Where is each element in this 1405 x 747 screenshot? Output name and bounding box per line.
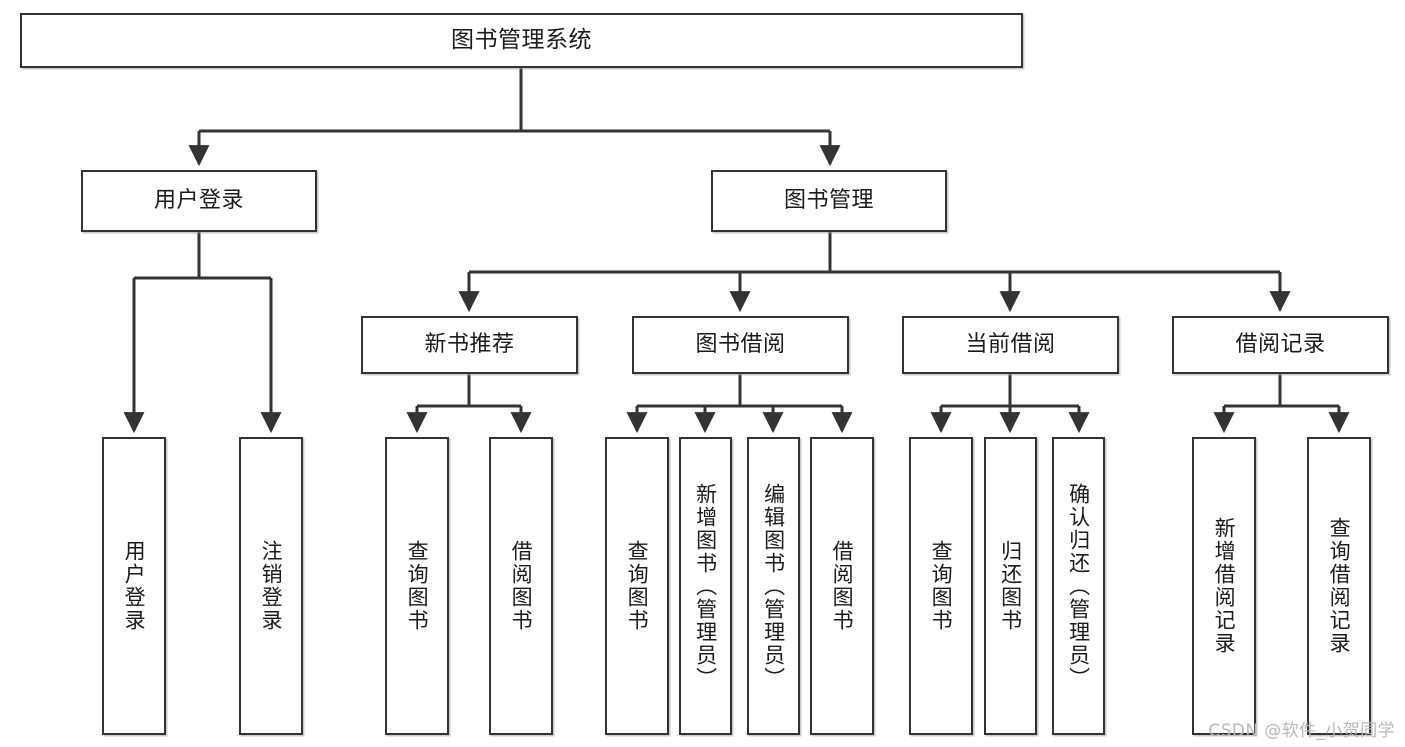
- node-label: 用户登录: [153, 188, 244, 214]
- leaf-add-borrow-record[interactable]: 新增借阅记录: [1192, 437, 1256, 735]
- node-new-book-recommend[interactable]: 新书推荐: [361, 316, 578, 374]
- node-label: 图书借阅: [695, 332, 786, 358]
- node-label: 用户登录: [122, 540, 147, 632]
- node-label: 查询借阅记录: [1327, 517, 1352, 655]
- node-label: 新增图书（管理员）: [693, 482, 718, 690]
- node-label: 归还图书: [998, 540, 1023, 632]
- leaf-query-book-borrow[interactable]: 查询图书: [605, 437, 669, 735]
- node-label: 新增借阅记录: [1212, 517, 1237, 655]
- leaf-add-book-admin[interactable]: 新增图书（管理员）: [679, 437, 732, 735]
- node-label: 新书推荐: [424, 332, 515, 358]
- leaf-query-borrow-record[interactable]: 查询借阅记录: [1307, 437, 1371, 735]
- csdn-watermark: CSDN @软件_小贺同学: [1208, 721, 1395, 741]
- leaf-user-login[interactable]: 用户登录: [102, 437, 166, 735]
- node-label: 确认归还（管理员）: [1066, 482, 1091, 690]
- node-label: 注销登录: [259, 540, 284, 632]
- node-label: 图书管理系统: [451, 26, 592, 53]
- node-user-login[interactable]: 用户登录: [81, 170, 317, 232]
- leaf-query-book-current[interactable]: 查询图书: [909, 437, 973, 735]
- leaf-query-book-recommend[interactable]: 查询图书: [385, 437, 449, 735]
- node-book-management[interactable]: 图书管理: [711, 170, 947, 232]
- node-label: 查询图书: [929, 540, 954, 632]
- leaf-logout-login[interactable]: 注销登录: [239, 437, 303, 735]
- leaf-borrow-book-recommend[interactable]: 借阅图书: [489, 437, 553, 735]
- leaf-edit-book-admin[interactable]: 编辑图书（管理员）: [747, 437, 800, 735]
- node-label: 当前借阅: [965, 332, 1056, 358]
- leaf-confirm-return-admin[interactable]: 确认归还（管理员）: [1052, 437, 1105, 735]
- node-label: 借阅图书: [830, 540, 855, 632]
- node-current-borrow[interactable]: 当前借阅: [902, 316, 1119, 374]
- node-label: 编辑图书（管理员）: [761, 482, 786, 690]
- node-book-borrow[interactable]: 图书借阅: [632, 316, 849, 374]
- leaf-borrow-book[interactable]: 借阅图书: [810, 437, 874, 735]
- node-label: 查询图书: [405, 540, 430, 632]
- node-label: 借阅图书: [509, 540, 534, 632]
- node-label: 图书管理: [783, 188, 874, 214]
- node-borrow-record[interactable]: 借阅记录: [1172, 316, 1389, 374]
- node-label: 查询图书: [625, 540, 650, 632]
- leaf-return-book[interactable]: 归还图书: [984, 437, 1037, 735]
- node-root-library-management-system[interactable]: 图书管理系统: [20, 13, 1023, 68]
- node-label: 借阅记录: [1235, 332, 1326, 358]
